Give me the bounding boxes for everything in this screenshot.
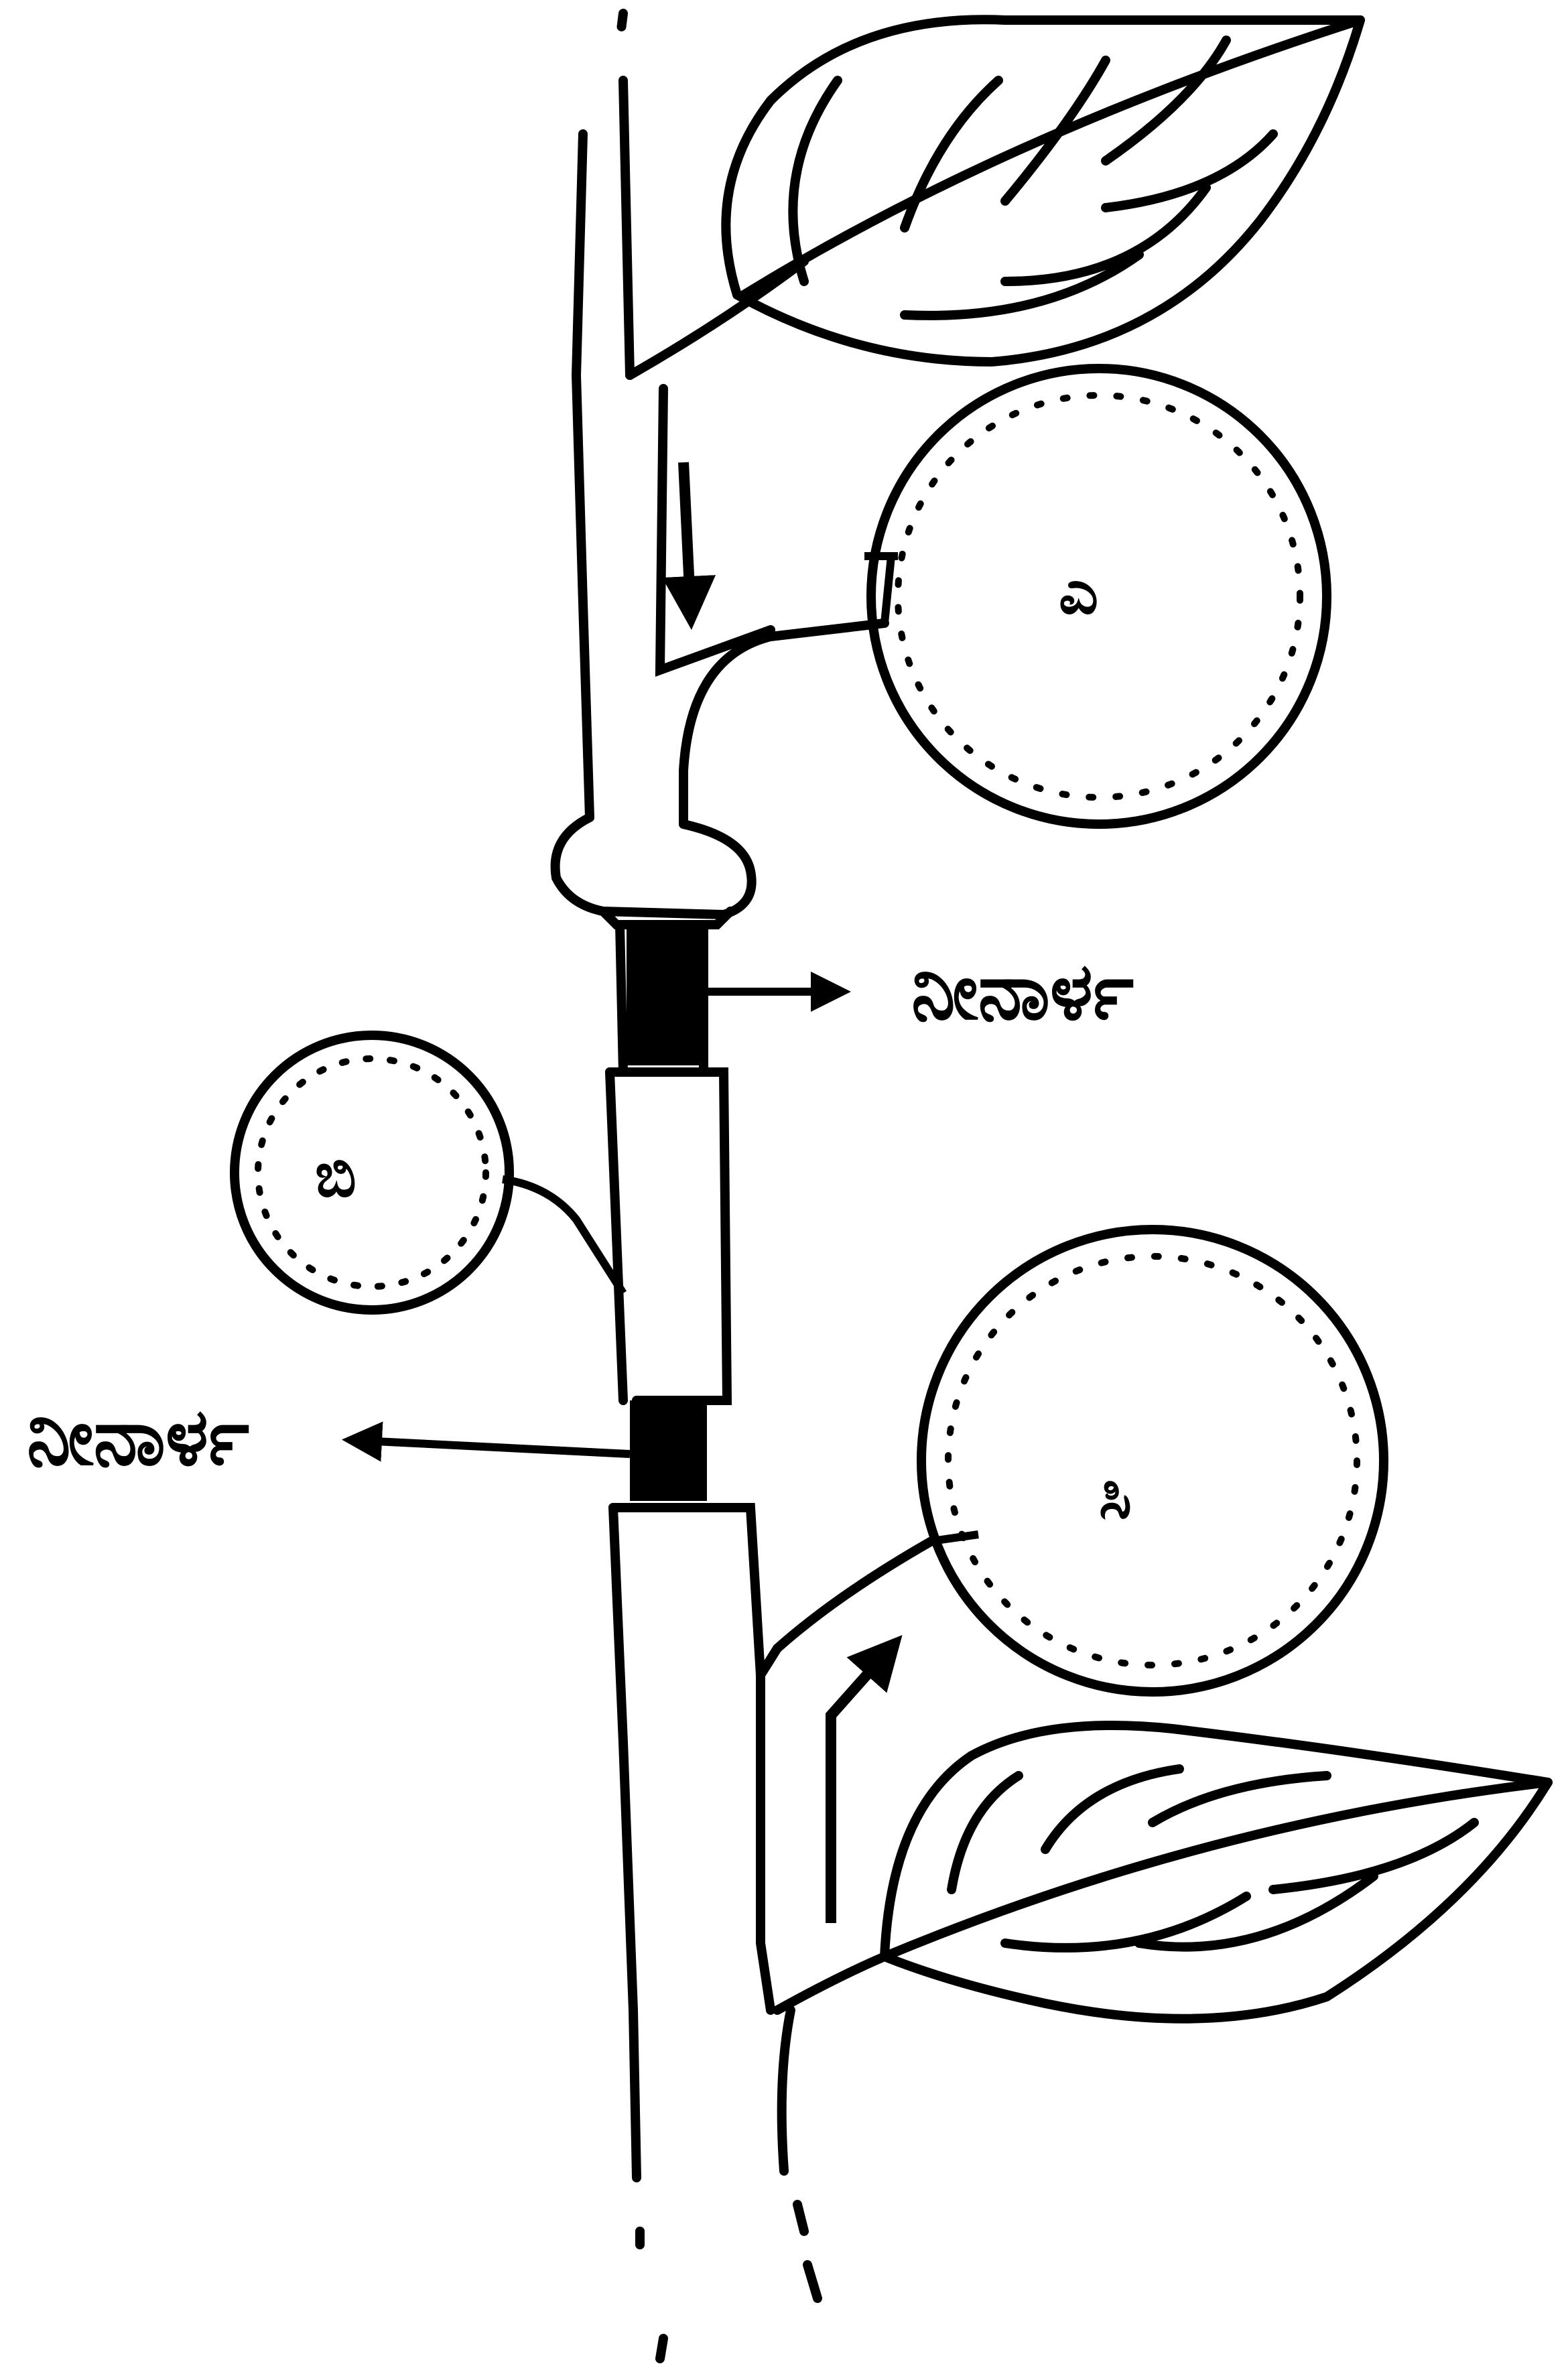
graft-ring <box>556 817 752 925</box>
fruit-c-label: ಸಿ <box>1099 1461 1132 1532</box>
down-flow-arrow <box>683 462 690 603</box>
exposed-bark-lower <box>630 1400 707 1501</box>
lower-callout: ನೀನಾರ್ಳ <box>27 1390 630 1483</box>
fruit-c: ಸಿ <box>921 1230 1384 1692</box>
lower-callout-label: ನೀನಾರ್ಳ <box>27 1390 249 1483</box>
lower-leaf <box>777 1725 1548 2019</box>
fruit-b-label: ಬಿ <box>315 1139 356 1211</box>
upper-callout: ನೀನಾರ್ಳ <box>700 945 1134 1037</box>
middle-stem <box>610 1072 727 1400</box>
exposed-bark-upper <box>620 925 704 1072</box>
upper-leaf <box>630 19 1360 375</box>
fruit-a: ಎ <box>864 369 1327 824</box>
fruit-a-label: ಎ <box>1059 556 1098 628</box>
upper-stem <box>576 13 885 824</box>
upper-callout-label: ನೀನಾರ್ಳ <box>911 945 1134 1037</box>
up-flow-arrow <box>831 1655 885 1923</box>
fruit-b: ಬಿ <box>235 1035 623 1310</box>
